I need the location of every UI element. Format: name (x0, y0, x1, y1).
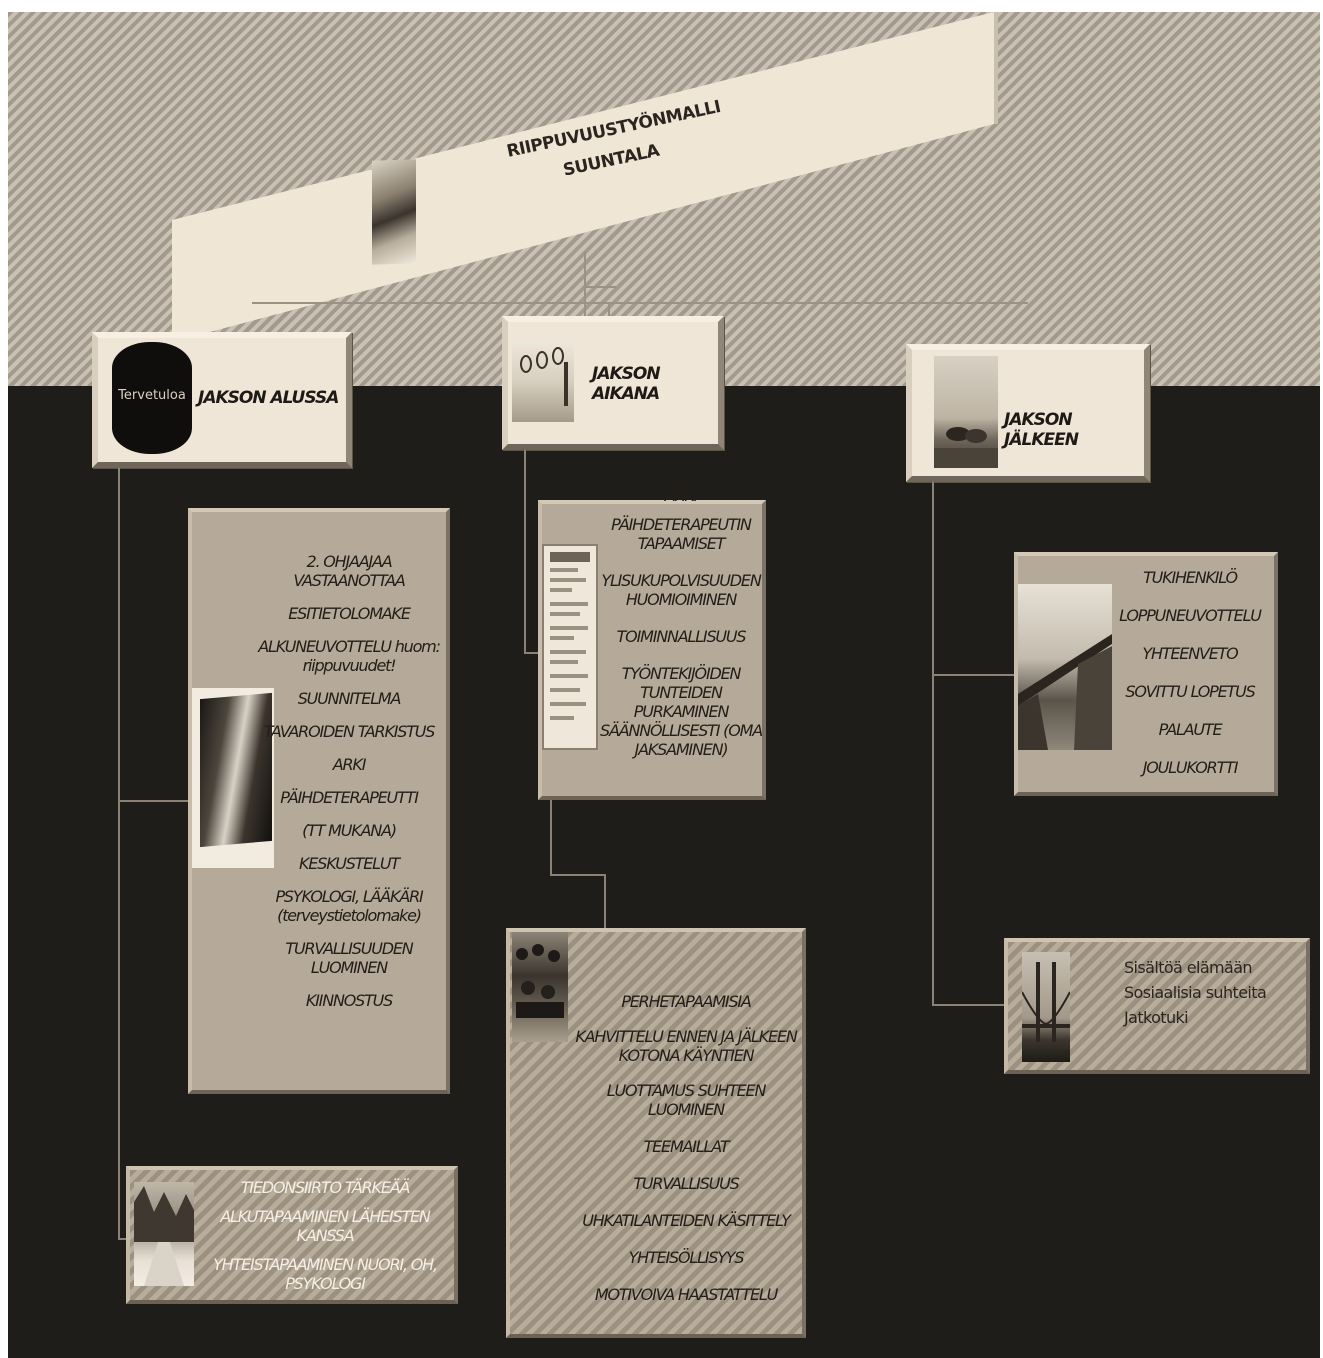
tervetuloa-badge: Tervetuloa (112, 342, 192, 454)
aikana-main-list: ARKI PÄIHDETERAPEUTIN TAPAAMISET YLISUKU… (596, 486, 766, 759)
aikana-bottom-box: PERHETAPAAMISIA KAHVITTELU ENNEN JA JÄLK… (506, 928, 806, 1338)
alussa-bottom-list: TIEDONSIIRTO TÄRKEÄÄ ALKUTAPAAMINEN LÄHE… (200, 1178, 450, 1303)
list-item: Sosiaalisia suhteita (1124, 983, 1267, 1002)
list-item: TUKIHENKILÖ (1143, 568, 1238, 587)
list-item: TIEDONSIIRTO TÄRKEÄÄ (240, 1178, 411, 1197)
alussa-bottom-box: TIEDONSIIRTO TÄRKEÄÄ ALKUTAPAAMINEN LÄHE… (126, 1166, 458, 1304)
aikana-main-box: ARKI PÄIHDETERAPEUTIN TAPAAMISET YLISUKU… (538, 486, 766, 800)
connector-title-horizontal (252, 302, 1028, 304)
list-item: SOVITTU LOPETUS (1125, 682, 1255, 701)
list-item: (TT MUKANA) (302, 821, 397, 840)
list-item: TYÖNTEKIJÖIDEN TUNTEIDEN PURKAMINEN SÄÄN… (600, 664, 763, 759)
list-item: ARKI (664, 486, 699, 505)
tervetuloa-badge-text: Tervetuloa (118, 388, 186, 403)
phase-box-jalkeen: JAKSON JÄLKEEN (906, 344, 1150, 482)
list-item: UHKATILANTEIDEN KÄSITTELY (582, 1211, 791, 1230)
aikana-group-photo (512, 932, 568, 1042)
alussa-waterfall-photo (192, 688, 274, 868)
list-item: TURVALLISUUS (633, 1174, 739, 1193)
jalkeen-main-list: TUKIHENKILÖ LOPPUNEUVOTTELU YHTEENVETO S… (1110, 568, 1270, 777)
title-photo (372, 159, 416, 265)
list-item: SUUNNITELMA (297, 689, 402, 708)
phase-label-aikana: JAKSON AIKANA (592, 364, 661, 404)
list-item: ESITIETOLOMAKE (288, 604, 411, 623)
list-item: Sisältöä elämään (1124, 958, 1253, 977)
connector-aikana-step (550, 874, 606, 876)
jalkeen-main-box: TUKIHENKILÖ LOPPUNEUVOTTELU YHTEENVETO S… (1014, 552, 1278, 796)
phase-box-alussa: Tervetuloa JAKSON ALUSSA (92, 332, 352, 468)
list-item: PÄIHDETERAPEUTTI (280, 788, 419, 807)
list-item: PERHETAPAAMISIA (621, 992, 752, 1011)
people-icon (516, 944, 564, 1018)
aikana-poster-photo (542, 544, 598, 750)
list-item: KESKUSTELUT (299, 854, 400, 873)
jalkeen-bottom-box: Sisältöä elämään Sosiaalisia suhteita Ja… (1004, 938, 1310, 1074)
phase-box-aikana: JAKSON AIKANA (502, 316, 724, 450)
jalkeen-bridge-photo (1018, 584, 1112, 750)
aikana-bottom-list: PERHETAPAAMISIA KAHVITTELU ENNEN JA JÄLK… (570, 992, 802, 1304)
list-item: PSYKOLOGI, LÄÄKÄRI (terveystietolomake) (275, 887, 423, 925)
connector-alussa-bottom (118, 1238, 128, 1240)
phase-label-jalkeen: JAKSON JÄLKEEN (1004, 410, 1079, 450)
list-item: YHTEISTAPAAMINEN NUORI, OH, PSYKOLOGI (213, 1255, 438, 1293)
snowy-road-icon (134, 1186, 194, 1286)
diagram-canvas: RIIPPUVUUSTYÖNMALLI SUUNTALA Tervetuloa … (8, 12, 1320, 1358)
golden-gate-icon (1022, 962, 1070, 1042)
connector-alussa-vertical (118, 468, 120, 1238)
connector-title-tick (584, 286, 616, 288)
keys-icon (520, 347, 568, 406)
list-item: LOPPUNEUVOTTELU (1119, 606, 1262, 625)
list-item: JOULUKORTTI (1142, 758, 1239, 777)
alussa-main-box: 2. OHJAAJAA VASTAANOTTAA ESITIETOLOMAKE … (188, 508, 450, 1094)
list-item: YHTEENVETO (1142, 644, 1238, 663)
jalkeen-bottom-list: Sisältöä elämään Sosiaalisia suhteita Ja… (1124, 958, 1304, 1033)
connector-jalkeen-vertical (932, 482, 934, 1006)
list-item: LUOTTAMUS SUHTEEN LUOMINEN (606, 1081, 767, 1119)
phase-photo-aikana (512, 340, 574, 422)
connector-jalkeen-main (932, 674, 1016, 676)
list-item: MOTIVOIVA HAASTATTELU (594, 1285, 778, 1304)
phase-photo-jalkeen (934, 356, 998, 468)
alussa-main-list: 2. OHJAAJAA VASTAANOTTAA ESITIETOLOMAKE … (254, 552, 444, 1024)
list-item: 2. OHJAAJAA VASTAANOTTAA (293, 552, 405, 590)
connector-aikana-bottom (604, 874, 606, 944)
jalkeen-goldengate-photo (1022, 952, 1070, 1062)
connector-aikana-down (550, 800, 552, 876)
list-item: Jatkotuki (1124, 1008, 1189, 1027)
connector-jalkeen-bottom (932, 1004, 1006, 1006)
list-item: KIINNOSTUS (305, 991, 393, 1010)
connector-title-stem (584, 252, 586, 316)
list-item: TOIMINNALLISUUS (616, 627, 747, 646)
list-item: PÄIHDETERAPEUTIN TAPAAMISET (611, 515, 752, 553)
list-item: ALKUNEUVOTTELU huom: riippuvuudet! (258, 637, 441, 675)
phase-label-alussa: JAKSON ALUSSA (198, 388, 339, 408)
list-item: ARKI (332, 755, 367, 774)
list-item: YHTEISÖLLISYYS (628, 1248, 745, 1267)
connector-aikana-main (524, 652, 542, 654)
list-item: TAVAROIDEN TARKISTUS (263, 722, 436, 741)
list-item: KAHVITTELU ENNEN JA JÄLKEEN KOTONA KÄYNT… (575, 1027, 798, 1065)
connector-alussa-main (118, 800, 190, 802)
shoes-icon (934, 427, 998, 468)
connector-to-aikana (608, 302, 610, 318)
list-item: YLISUKUPOLVISUUDEN HUOMIOIMINEN (601, 571, 761, 609)
list-item: PALAUTE (1158, 720, 1223, 739)
connector-aikana-vertical (524, 450, 526, 654)
list-item: TURVALLISUUDEN LUOMINEN (285, 939, 413, 977)
list-item: TEEMAILLAT (643, 1137, 730, 1156)
list-item: ALKUTAPAAMINEN LÄHEISTEN KANSSA (220, 1207, 431, 1245)
poster-icon (550, 552, 590, 720)
bridge-icon (1018, 634, 1112, 750)
alussa-road-photo (134, 1182, 194, 1286)
